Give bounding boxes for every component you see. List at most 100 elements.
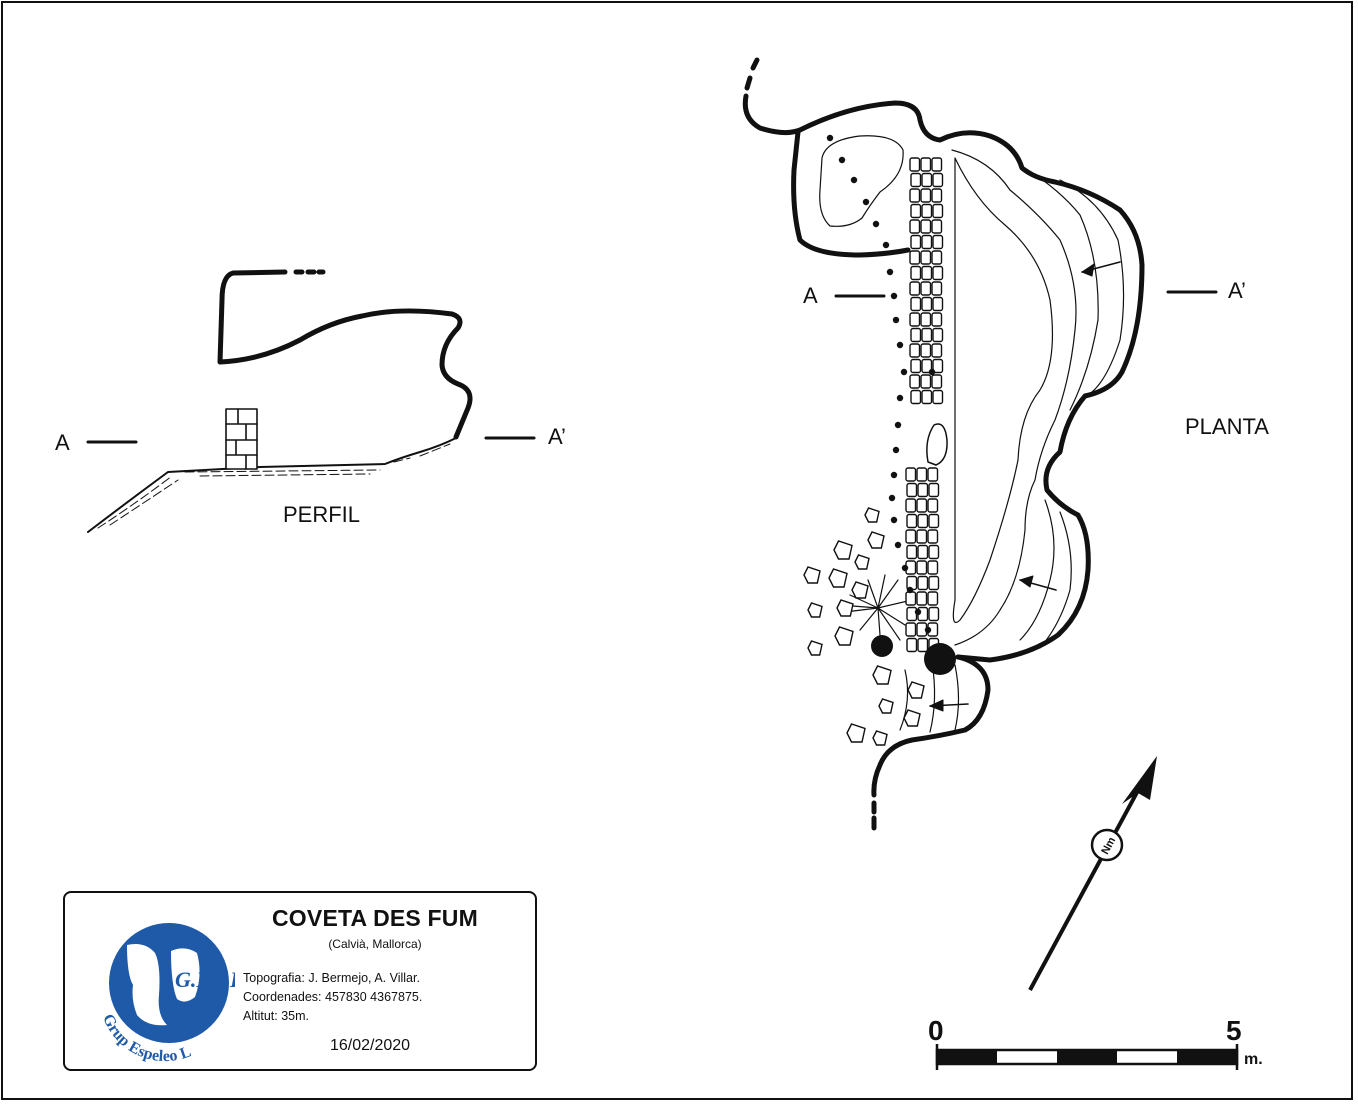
drip-dot xyxy=(894,421,902,429)
profile-floor-hatch xyxy=(97,443,451,529)
gell-logo: G.E.LL. Grup Espeleo Llubí xyxy=(75,905,235,1065)
plan-label: PLANTA xyxy=(1185,414,1269,439)
wall-stone xyxy=(921,358,933,374)
wall-stone xyxy=(910,296,922,312)
wall-stone xyxy=(920,157,932,172)
wall-stone xyxy=(910,203,922,219)
loose-block xyxy=(846,723,866,743)
wall-stone xyxy=(910,172,922,188)
wall-stone xyxy=(931,188,943,203)
wall-stone xyxy=(909,374,921,389)
wall-stone xyxy=(927,498,939,513)
wall-stone xyxy=(910,265,922,281)
wall-stone xyxy=(932,265,944,281)
wall-stone xyxy=(928,544,940,560)
wall-stone xyxy=(931,219,943,234)
loose-block xyxy=(851,581,869,599)
wall-stone xyxy=(928,513,940,529)
drip-dot xyxy=(890,292,898,300)
plan-drip-line xyxy=(826,134,936,634)
legend-title: COVETA DES FUM xyxy=(272,905,478,931)
wall-stone xyxy=(921,389,933,405)
legend-date: 16/02/2020 xyxy=(329,1037,411,1054)
drip-dot xyxy=(882,241,890,249)
profile-floor xyxy=(87,437,457,533)
drip-dot xyxy=(896,341,904,349)
drip-dot xyxy=(890,516,898,524)
loose-block xyxy=(878,698,894,714)
north-arrow: Nm xyxy=(1028,756,1157,991)
drip-dot xyxy=(892,446,900,454)
drip-dot xyxy=(914,608,922,616)
wall-stone xyxy=(932,358,944,374)
wall-stone xyxy=(916,529,928,544)
loose-block xyxy=(807,640,823,656)
drip-dot xyxy=(850,176,858,184)
drip-dot xyxy=(896,394,904,402)
wall-stone xyxy=(920,343,932,358)
scale-bar: 0 5 m. xyxy=(928,1015,1263,1070)
drip-dot xyxy=(862,198,870,206)
wall-stone xyxy=(931,374,943,389)
drip-dot xyxy=(894,541,902,549)
loose-block xyxy=(903,709,921,727)
loose-block xyxy=(834,626,854,646)
drip-dot xyxy=(886,268,894,276)
wall-stone xyxy=(917,544,929,560)
plan-pit-large xyxy=(924,643,956,675)
wall-stone xyxy=(906,482,918,498)
wall-stone xyxy=(910,327,922,343)
plan-side-chamber-contour xyxy=(819,135,904,227)
wall-stone xyxy=(932,234,944,250)
plan-wall-bottom xyxy=(871,654,991,798)
plan-contour-1 xyxy=(952,157,1054,624)
wall-stone xyxy=(932,203,944,219)
wall-stone xyxy=(920,312,932,327)
wall-stone xyxy=(928,575,940,591)
wall-stone xyxy=(927,467,939,482)
loose-block xyxy=(833,540,853,560)
plan-section-label-left: A xyxy=(803,283,818,308)
plan-dashes-top xyxy=(744,57,760,91)
drip-dot xyxy=(890,471,898,479)
plan-stone-walls xyxy=(905,157,944,653)
loose-block xyxy=(828,568,848,588)
plan-section-label-right: A’ xyxy=(1228,278,1246,303)
loose-block xyxy=(872,665,892,685)
wall-stone xyxy=(921,327,933,343)
loose-block xyxy=(867,531,885,549)
plan-boulder xyxy=(926,423,948,466)
wall-stone xyxy=(931,157,943,172)
wall-stone xyxy=(910,358,922,374)
loose-block xyxy=(864,507,880,523)
drip-dot xyxy=(826,134,834,142)
wall-stone xyxy=(932,389,944,405)
wall-stone xyxy=(906,513,918,529)
wall-stone xyxy=(916,591,928,606)
wall-stone xyxy=(906,544,918,560)
wall-stone xyxy=(906,606,918,622)
wall-stone xyxy=(905,622,917,637)
scale-end-label: 5 xyxy=(1226,1015,1242,1046)
drip-dot xyxy=(892,316,900,324)
wall-stone xyxy=(931,250,943,265)
profile-label: PERFIL xyxy=(283,502,360,527)
wall-stone xyxy=(909,157,921,172)
logo-text: G.E.LL. xyxy=(175,967,235,992)
wall-stone xyxy=(931,281,943,296)
wall-stone xyxy=(921,172,933,188)
loose-block xyxy=(807,602,823,618)
plan-contour-2 xyxy=(951,149,1077,646)
wall-stone xyxy=(905,498,917,513)
wall-stone xyxy=(932,327,944,343)
wall-stone xyxy=(917,575,929,591)
profile-section-label-right: A’ xyxy=(548,424,566,449)
wall-stone xyxy=(905,467,917,482)
legend-topography: Topografia: J. Bermejo, A. Villar. xyxy=(243,971,420,985)
wall-stone xyxy=(928,482,940,498)
wall-stone xyxy=(921,265,933,281)
drip-dot xyxy=(900,368,908,376)
wall-stone xyxy=(932,296,944,312)
wall-stone xyxy=(921,296,933,312)
